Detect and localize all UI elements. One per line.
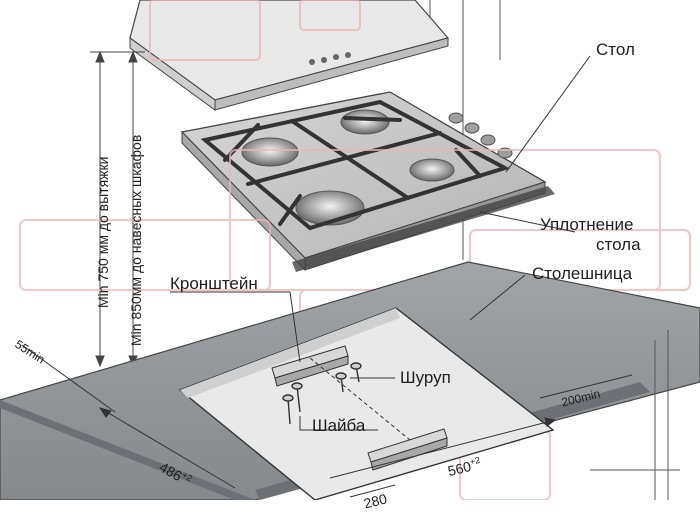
dim-cabinet-min: Min 850мм до навесных шкафов <box>128 134 144 346</box>
bottom-dimension-lines <box>21 344 633 498</box>
gas-hob <box>180 91 555 272</box>
leader-lines <box>170 55 591 431</box>
vertical-dimension-lines <box>90 50 145 368</box>
label-stoleshnitsa: Столешница <box>532 264 633 283</box>
bracket-bottom <box>367 428 448 471</box>
dim-width-tolerance: +2 <box>468 454 482 468</box>
grates <box>200 99 511 231</box>
dashed-guides <box>309 357 411 441</box>
dim-hood-min: Min 750 мм до вытяжки <box>95 156 111 308</box>
label-uplotnenie-line1: Уплотнение <box>540 215 634 234</box>
bracket-top <box>271 345 349 387</box>
cabinet-lines <box>590 330 680 500</box>
label-stol: Стол <box>596 40 635 59</box>
hood-buttons <box>309 52 351 65</box>
label-shurup: Шуруп <box>400 368 451 387</box>
burners <box>241 109 455 226</box>
label-shaiba: Шайба <box>312 416 366 435</box>
label-uplotnenie-line2: стола <box>596 235 641 254</box>
control-knobs <box>448 112 513 159</box>
label-kronshtein: Кронштейн <box>170 274 258 293</box>
screws <box>282 362 362 425</box>
range-hood <box>129 0 450 111</box>
